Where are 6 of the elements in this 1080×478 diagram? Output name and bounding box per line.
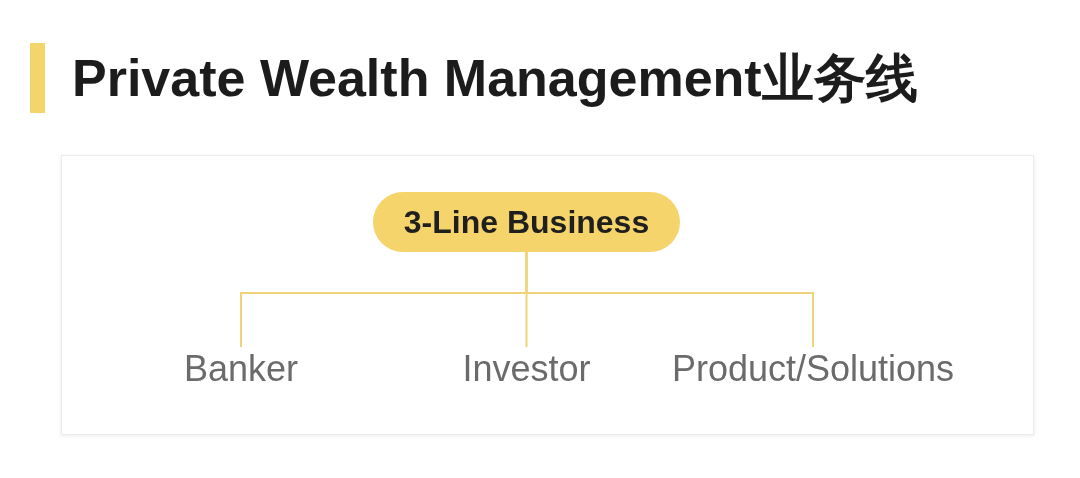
page-title: Private Wealth Management业务线 (72, 48, 918, 109)
branch-label: Investor (462, 347, 591, 391)
branch-label: Product/Solutions (671, 347, 955, 391)
connector-line (525, 251, 814, 348)
branch-label: Banker (183, 347, 299, 391)
root-pill: 3-Line Business (373, 192, 680, 252)
